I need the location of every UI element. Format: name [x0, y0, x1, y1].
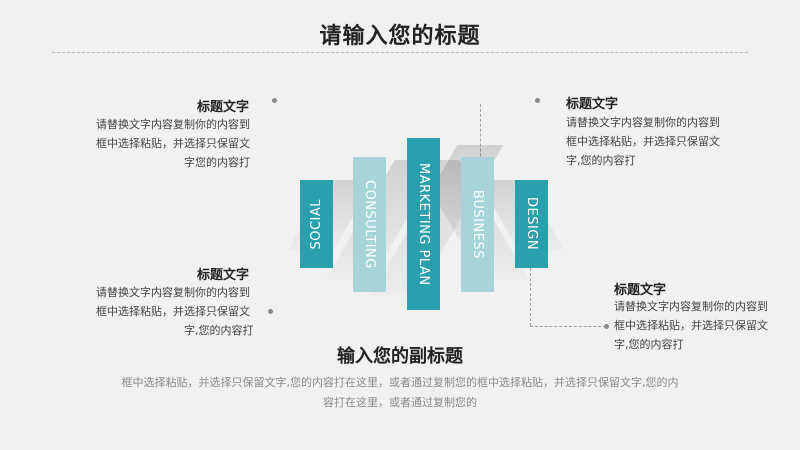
bottom-right-connector-dot — [604, 324, 609, 329]
bottom-right-body: 请替换文字内容复制你的内容到 框中选择粘贴，并选择只保留文 字,您的内容打 — [614, 297, 794, 354]
top-right-body-line: 请替换文字内容复制你的内容到 — [566, 116, 720, 129]
bottom-left-body: 请替换文字内容复制你的内容到 框中选择粘贴，并选择只保留文 字,您的内容打 — [96, 283, 276, 340]
title-divider — [52, 52, 748, 53]
business-label: BUSINESS — [470, 190, 485, 259]
business-bar: BUSINESS — [461, 157, 494, 292]
marketing-plan-label: MARKETING PLAN — [416, 162, 431, 286]
top-left-body-line: 字您的内容打 — [184, 156, 250, 169]
top-left-body: 请替换文字内容复制你的内容到 框中选择粘贴，并选择只保留文 字您的内容打 — [96, 115, 276, 172]
marketing-plan-bar: MARKETING PLAN — [407, 138, 440, 310]
top-right-body-line: 字,您的内容打 — [566, 154, 636, 167]
top-right-body-line: 框中选择粘贴，并选择只保留文 — [566, 135, 720, 148]
subtitle: 输入您的副标题 — [337, 346, 463, 367]
top-left-body-line: 框中选择粘贴，并选择只保留文 — [96, 137, 250, 150]
bottom-right-body-line: 请替换文字内容复制你的内容到 — [614, 300, 768, 313]
design-label: DESIGN — [524, 197, 539, 251]
bottom-left-body-line: 请替换文字内容复制你的内容到 — [96, 286, 250, 299]
social-bar: SOCIAL — [300, 180, 333, 268]
bottom-right-body-line: 框中选择粘贴，并选择只保留文 — [614, 319, 768, 332]
top-right-body: 请替换文字内容复制你的内容到 框中选择粘贴，并选择只保留文 字,您的内容打 — [566, 113, 746, 170]
social-label: SOCIAL — [309, 198, 324, 250]
bottom-right-heading: 标题文字 — [614, 283, 667, 298]
bottom-left-connector-dot — [268, 309, 273, 314]
bottom-left-heading: 标题文字 — [197, 268, 250, 283]
top-right-connector-dot — [535, 98, 540, 103]
top-left-connector-dot — [272, 98, 277, 103]
top-right-heading: 标题文字 — [566, 97, 619, 112]
consulting-label: CONSULTING — [362, 180, 377, 269]
design-bar: DESIGN — [515, 180, 548, 268]
top-left-heading: 标题文字 — [197, 100, 250, 115]
footer-text: 框中选择粘贴，并选择只保留文字,您的内容打在这里，或者通过复制您的框中选择粘贴，… — [95, 373, 705, 413]
bottom-left-body-line: 框中选择粘贴，并选择只保留文 — [96, 305, 250, 318]
bottom-right-connector-line — [530, 268, 531, 326]
bottom-right-connector-line — [530, 326, 606, 327]
top-right-connector-line — [480, 104, 481, 186]
page-title: 请输入您的标题 — [319, 24, 481, 49]
bottom-left-body-line: 字,您的内容打 — [184, 324, 254, 337]
footer-line: 框中选择粘贴，并选择只保留文字,您的内容打在这里，或者通过复制您的框中选择粘贴，… — [121, 376, 679, 389]
top-left-body-line: 请替换文字内容复制你的内容到 — [96, 118, 250, 131]
footer-line: 容打在这里，或者通过复制您的 — [323, 396, 477, 409]
bottom-right-body-line: 字,您的内容打 — [614, 338, 684, 351]
consulting-bar: CONSULTING — [353, 157, 386, 292]
